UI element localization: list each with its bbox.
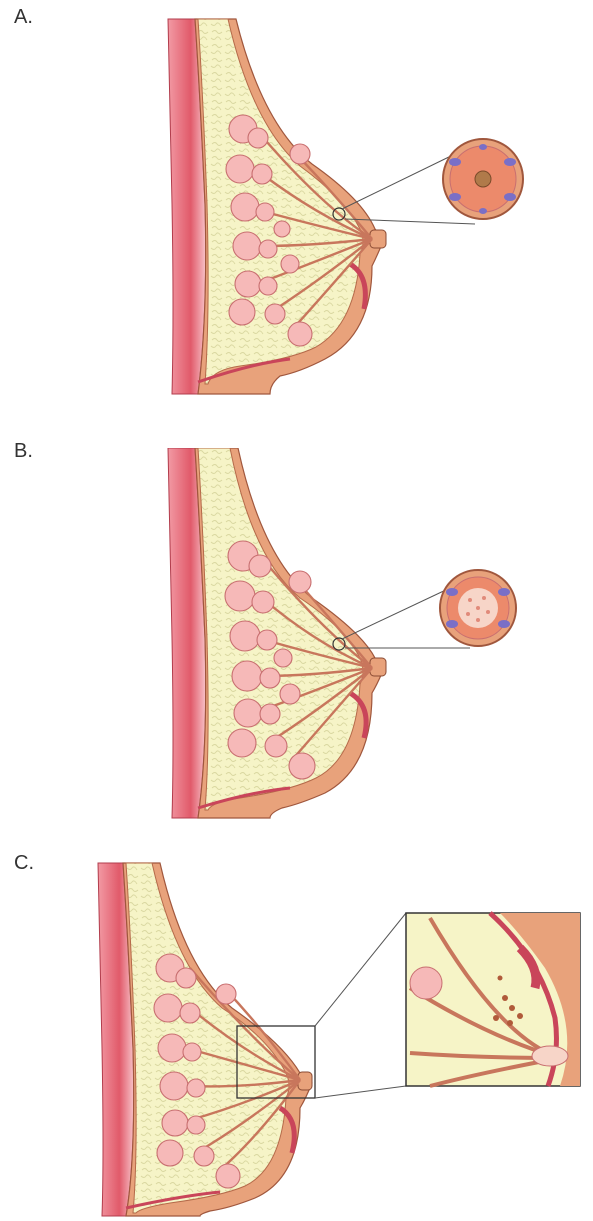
nipple [370,230,386,248]
panel-b [0,448,593,823]
panel-c [0,858,593,1221]
breast-diagram-b [0,448,593,823]
panel-a [0,14,593,399]
breast-diagram-a [0,14,593,399]
acinus-callout-a [443,139,523,219]
acinus-callout-b [440,570,516,646]
breast-diagram-c [0,858,593,1221]
duct-zoom-callout [406,913,580,1086]
